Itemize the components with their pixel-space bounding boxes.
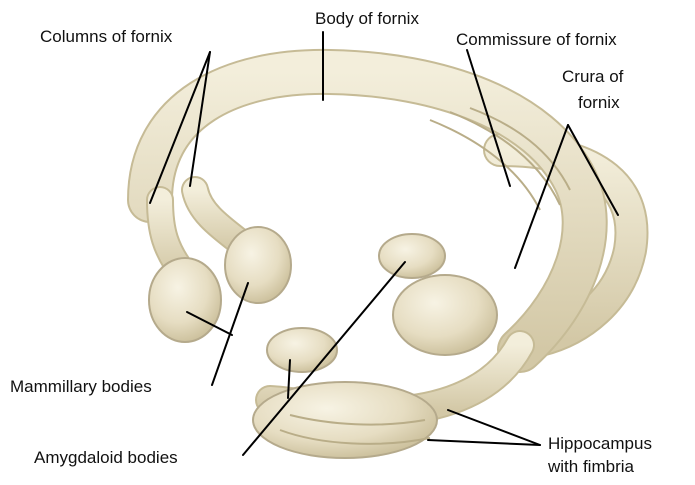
mammillary-body-right	[225, 227, 291, 303]
label-body-of-fornix: Body of fornix	[315, 9, 419, 28]
label-mammillary-bodies: Mammillary bodies	[10, 377, 152, 396]
label-crura-of-fornix-line2: fornix	[578, 93, 620, 112]
label-amygdaloid-bodies: Amygdaloid bodies	[34, 448, 178, 467]
leader-hippocampus-2	[428, 440, 540, 445]
leader-hippocampus-1	[448, 410, 540, 445]
label-hippocampus-line1: Hippocampus	[548, 434, 652, 453]
amygdaloid-body-upper	[379, 234, 445, 278]
label-crura-of-fornix-line1: Crura of	[562, 67, 624, 86]
label-commissure-of-fornix: Commissure of fornix	[456, 30, 617, 49]
label-columns-of-fornix: Columns of fornix	[40, 27, 173, 46]
middle-mass-structure	[393, 275, 497, 355]
amygdaloid-body-lower	[267, 328, 337, 372]
label-hippocampus-line2: with fimbria	[547, 457, 635, 476]
mammillary-body-left	[149, 258, 221, 342]
